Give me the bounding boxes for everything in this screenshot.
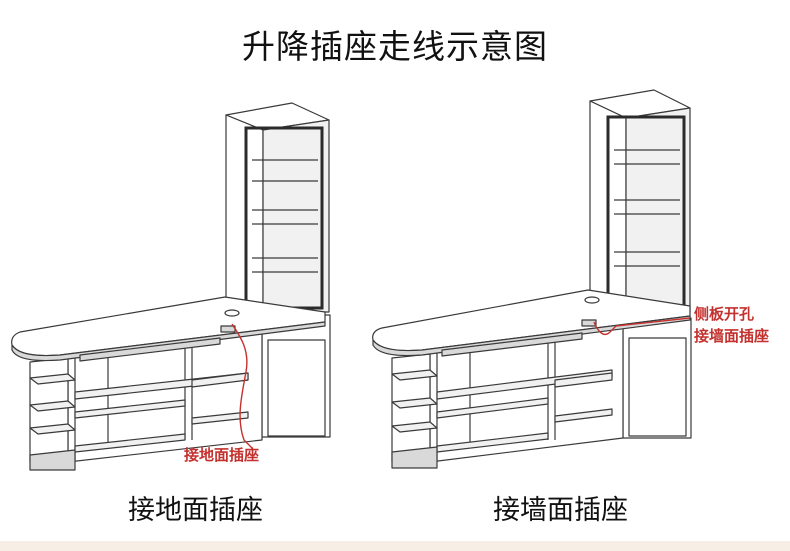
- right-lift-socket-hole: [584, 296, 600, 304]
- bottom-band: [0, 541, 790, 551]
- right-cabinet-door: [628, 337, 687, 437]
- right-caption: 接墙面插座: [493, 495, 628, 526]
- diagram-title: 升降插座走线示意图: [242, 27, 548, 66]
- left-desk-illustration: [11, 102, 331, 471]
- left-floor-socket-callout: 接地面插座: [184, 446, 260, 464]
- right-desk-top: [372, 289, 691, 357]
- left-end-shelves: [29, 357, 76, 471]
- left-desk-top: [11, 296, 326, 362]
- right-callout-leader: [615, 317, 691, 327]
- left-tall-cabinet: [225, 102, 330, 313]
- right-desk-shelving: [429, 321, 624, 463]
- left-lower-cabinet: [261, 314, 331, 438]
- right-side-hole-callout: 侧板开孔: [694, 305, 755, 323]
- right-cable-clip: [581, 319, 597, 327]
- right-cable-route: [593, 321, 617, 336]
- right-wall-socket-callout: 接墙面插座: [694, 327, 770, 345]
- left-cable-clip: [220, 325, 236, 333]
- right-desk-illustration: [372, 89, 692, 469]
- left-cable-route: [231, 323, 253, 449]
- right-tall-cabinet: [589, 89, 691, 313]
- left-cabinet-door: [267, 339, 326, 437]
- left-lift-socket-hole: [224, 309, 240, 317]
- right-lower-cabinet: [622, 317, 692, 439]
- left-caption: 接地面插座: [128, 495, 263, 526]
- left-desk-shelving: [67, 329, 263, 463]
- right-end-shelves: [391, 353, 438, 469]
